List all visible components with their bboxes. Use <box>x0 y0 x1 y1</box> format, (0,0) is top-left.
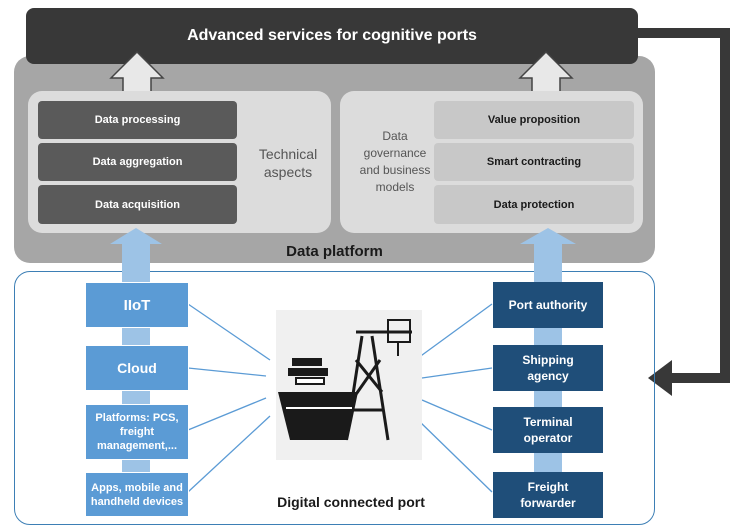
digital-port-text: Digital connected port <box>277 494 425 510</box>
apps-label: Apps, mobile and handheld devices <box>90 481 184 508</box>
advanced-services-bar: Advanced services for cognitive ports <box>26 8 638 64</box>
shipping-agency-label: Shipping agency <box>522 353 574 383</box>
terminal-operator-label: Terminal operator <box>523 415 573 445</box>
apps-box: Apps, mobile and handheld devices <box>85 472 189 517</box>
data-platform-label: Data platform <box>14 238 655 264</box>
shipping-agency-box: Shipping agency <box>493 345 603 391</box>
platforms-label: Platforms: PCS, freight management,... <box>95 412 179 452</box>
data-acquisition-label: Data acquisition <box>95 198 180 211</box>
value-proposition-label: Value proposition <box>487 114 581 126</box>
port-crane-ship-icon <box>276 310 422 460</box>
technical-aspects-text: Technical aspects <box>258 146 318 180</box>
digital-port-label: Digital connected port <box>216 490 486 514</box>
freight-forwarder-box: Freight forwarder <box>493 472 603 518</box>
connector-lines <box>187 303 493 493</box>
value-proposition-box: Value proposition <box>434 101 634 139</box>
cloud-label: Cloud <box>117 360 157 376</box>
data-aggregation-label: Data aggregation <box>92 156 183 168</box>
up-arrow-right-icon <box>518 50 574 96</box>
governance-label: Data governance and business models <box>352 112 438 212</box>
data-platform-text: Data platform <box>286 242 383 260</box>
iiot-box: IIoT <box>85 282 189 328</box>
platforms-box: Platforms: PCS, freight management,... <box>85 404 189 460</box>
feedback-arrow-icon <box>636 28 730 396</box>
advanced-services-title: Advanced services for cognitive ports <box>187 27 477 44</box>
technical-aspects-label: Technical aspects <box>248 138 328 188</box>
iiot-label: IIoT <box>123 296 151 314</box>
smart-contracting-box: Smart contracting <box>434 143 634 181</box>
data-acquisition-box: Data acquisition <box>38 185 237 224</box>
data-protection-box: Data protection <box>434 185 634 224</box>
up-arrow-left-icon <box>109 50 165 96</box>
data-processing-label: Data processing <box>94 114 181 126</box>
port-authority-box: Port authority <box>493 282 603 328</box>
digital-port-area <box>14 271 655 525</box>
smart-contracting-label: Smart contracting <box>486 156 582 168</box>
data-processing-box: Data processing <box>38 101 237 139</box>
governance-text: Data governance and business models <box>359 129 431 194</box>
data-protection-label: Data protection <box>493 198 575 211</box>
port-authority-label: Port authority <box>508 298 588 312</box>
terminal-operator-box: Terminal operator <box>493 407 603 453</box>
data-aggregation-box: Data aggregation <box>38 143 237 181</box>
freight-forwarder-label: Freight forwarder <box>520 480 576 510</box>
cloud-box: Cloud <box>85 345 189 391</box>
